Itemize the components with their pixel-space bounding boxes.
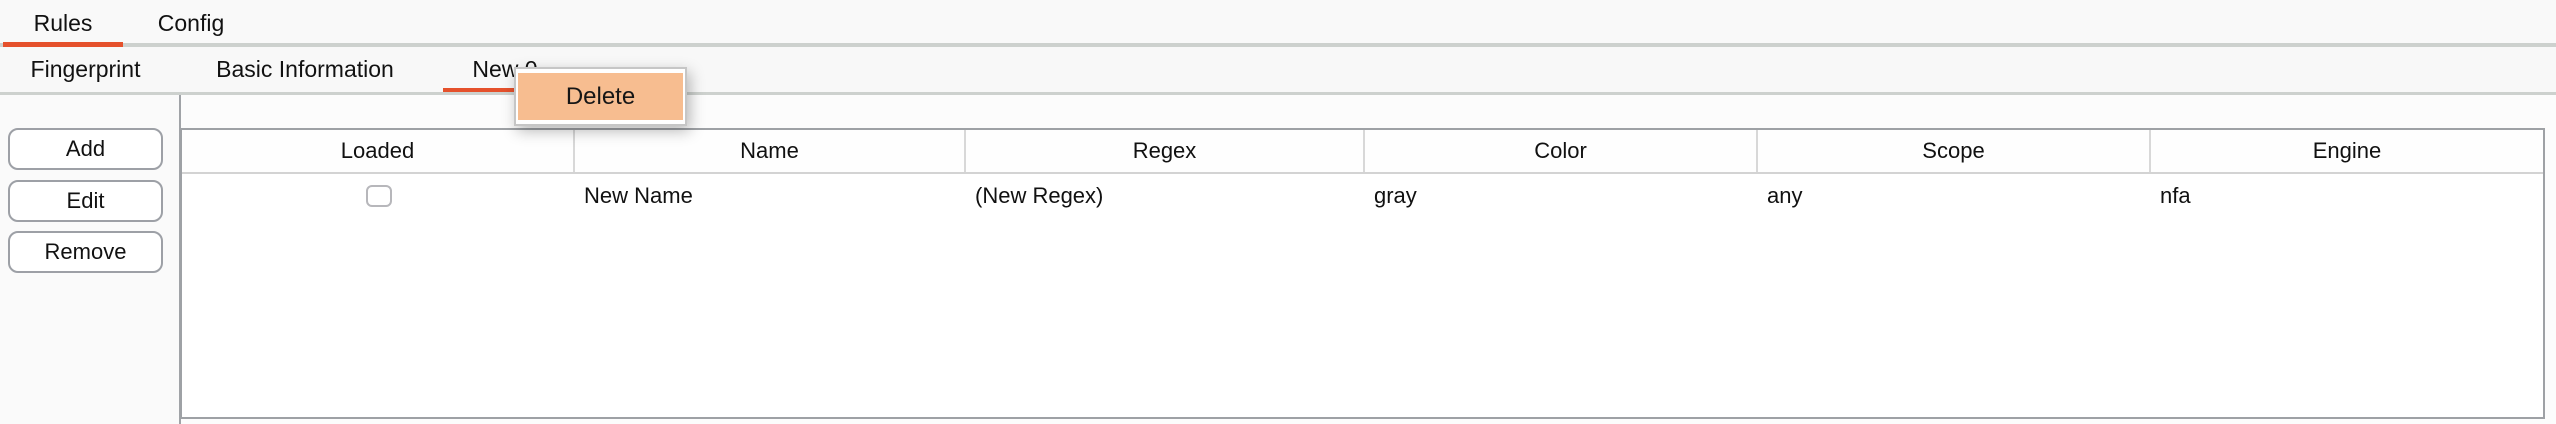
delete-menu-label: Delete: [565, 82, 636, 110]
add-button[interactable]: Add: [8, 128, 163, 170]
rules-table: Loaded Name Regex Color Scope Engine New…: [180, 128, 2545, 419]
remove-button-label: Remove: [44, 239, 127, 264]
column-header-loaded[interactable]: Loaded: [182, 130, 575, 172]
tab-basic-information[interactable]: Basic Information: [182, 47, 428, 92]
tab-config[interactable]: Config: [131, 0, 251, 47]
tab-fingerprint-label: Fingerprint: [30, 56, 141, 82]
context-menu: Delete: [514, 67, 687, 126]
table-row[interactable]: New Name (New Regex) gray any nfa: [182, 174, 2543, 218]
tab-rules[interactable]: Rules: [3, 0, 123, 47]
secondary-tab-bar: Fingerprint Basic Information New 0: [0, 47, 2556, 95]
name-cell: New Name: [584, 183, 693, 208]
edit-button[interactable]: Edit: [8, 180, 163, 222]
action-button-panel: Add Edit Remove: [0, 95, 180, 424]
tab-fingerprint[interactable]: Fingerprint: [0, 47, 171, 92]
regex-cell: (New Regex): [975, 183, 1104, 208]
engine-cell: nfa: [2160, 183, 2191, 208]
column-header-engine[interactable]: Engine: [2312, 138, 2382, 163]
table-header-row: Loaded Name Regex Color Scope Engine: [182, 130, 2543, 174]
tab-rules-label: Rules: [33, 10, 93, 36]
add-button-label: Add: [65, 136, 106, 161]
primary-tab-bar: Rules Config: [0, 0, 2556, 47]
edit-button-label: Edit: [66, 188, 105, 213]
tab-config-label: Config: [157, 10, 225, 36]
column-header-name[interactable]: Name: [575, 130, 966, 172]
column-header-color[interactable]: Color: [1365, 130, 1758, 172]
context-menu-item-delete[interactable]: Delete: [518, 73, 683, 120]
loaded-checkbox[interactable]: [365, 185, 392, 207]
scope-cell: any: [1767, 183, 1803, 208]
loaded-cell: [182, 185, 575, 207]
column-header-scope[interactable]: Scope: [1758, 130, 2151, 172]
tab-basic-information-label: Basic Information: [216, 56, 394, 82]
column-header-regex[interactable]: Regex: [966, 130, 1365, 172]
remove-button[interactable]: Remove: [8, 231, 163, 273]
color-cell: gray: [1374, 183, 1417, 208]
